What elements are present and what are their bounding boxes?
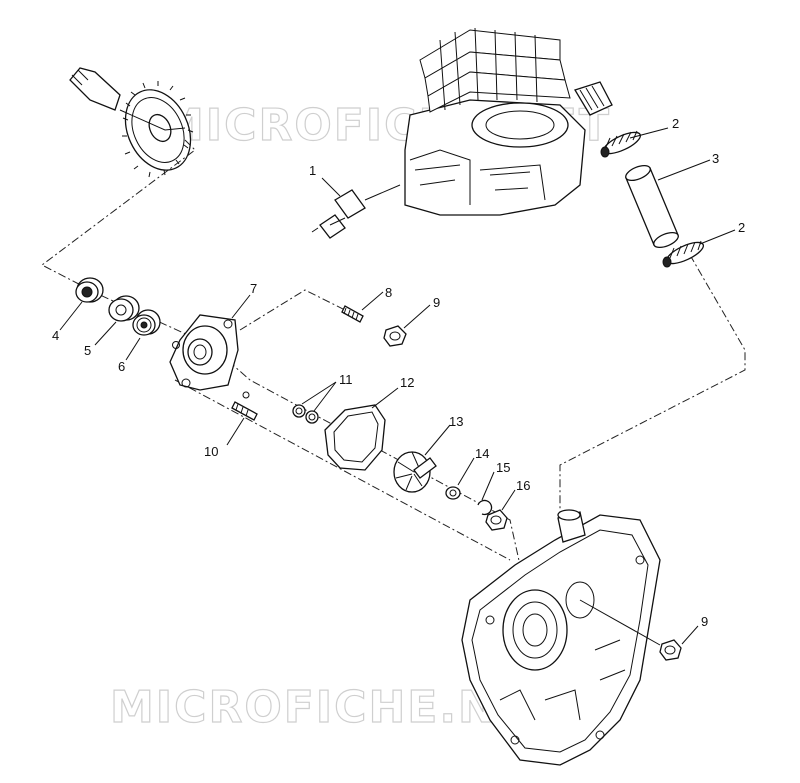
part-11-orings bbox=[292, 404, 319, 424]
part-13-impeller bbox=[393, 451, 437, 493]
balance-shaft-gear bbox=[69, 67, 194, 178]
part-12-gasket bbox=[324, 404, 386, 471]
part-8-stud bbox=[341, 305, 364, 323]
callout-12: 12 bbox=[400, 375, 414, 390]
callout-5: 5 bbox=[84, 343, 91, 358]
crankcase-cover bbox=[461, 509, 661, 766]
callout-1: 1 bbox=[309, 163, 316, 178]
callout-7: 7 bbox=[250, 281, 257, 296]
centerline-pump-axis bbox=[174, 379, 511, 561]
part-6-seal bbox=[132, 309, 161, 336]
centerline-hose bbox=[559, 254, 746, 520]
callout-4: 4 bbox=[52, 328, 59, 343]
leader-lines bbox=[59, 127, 736, 645]
part-9-nut-lower bbox=[579, 599, 682, 661]
part-15-clip bbox=[477, 499, 493, 516]
part-1-sensor bbox=[311, 184, 401, 239]
part-14-washer bbox=[445, 486, 461, 500]
callout-6: 6 bbox=[118, 359, 125, 374]
callout-11: 11 bbox=[339, 372, 353, 387]
callout-labels: 1 2 3 2 4 5 6 7 8 9 10 11 12 13 14 15 16… bbox=[52, 116, 745, 629]
callout-8: 8 bbox=[385, 285, 392, 300]
callout-2-upper: 2 bbox=[672, 116, 679, 131]
callout-9-upper: 9 bbox=[433, 295, 440, 310]
cylinder-illustration bbox=[404, 27, 613, 216]
part-10-stud bbox=[231, 401, 258, 421]
part-4-bearing bbox=[75, 277, 104, 303]
part-9-nut-upper bbox=[383, 325, 407, 347]
part-16-nut bbox=[485, 509, 508, 531]
callout-13: 13 bbox=[449, 414, 463, 429]
callout-14: 14 bbox=[475, 446, 489, 461]
callout-16: 16 bbox=[516, 478, 530, 493]
callout-9-lower: 9 bbox=[701, 614, 708, 629]
callout-15: 15 bbox=[496, 460, 510, 475]
part-5-bearing bbox=[108, 295, 140, 322]
callout-10: 10 bbox=[204, 444, 218, 459]
callout-3: 3 bbox=[712, 151, 719, 166]
part-3-hose bbox=[625, 164, 679, 249]
centerline-stud bbox=[239, 289, 346, 331]
part-2-clamp-lower bbox=[662, 240, 705, 268]
part-7-pump-housing bbox=[169, 314, 250, 399]
callout-2-lower: 2 bbox=[738, 220, 745, 235]
